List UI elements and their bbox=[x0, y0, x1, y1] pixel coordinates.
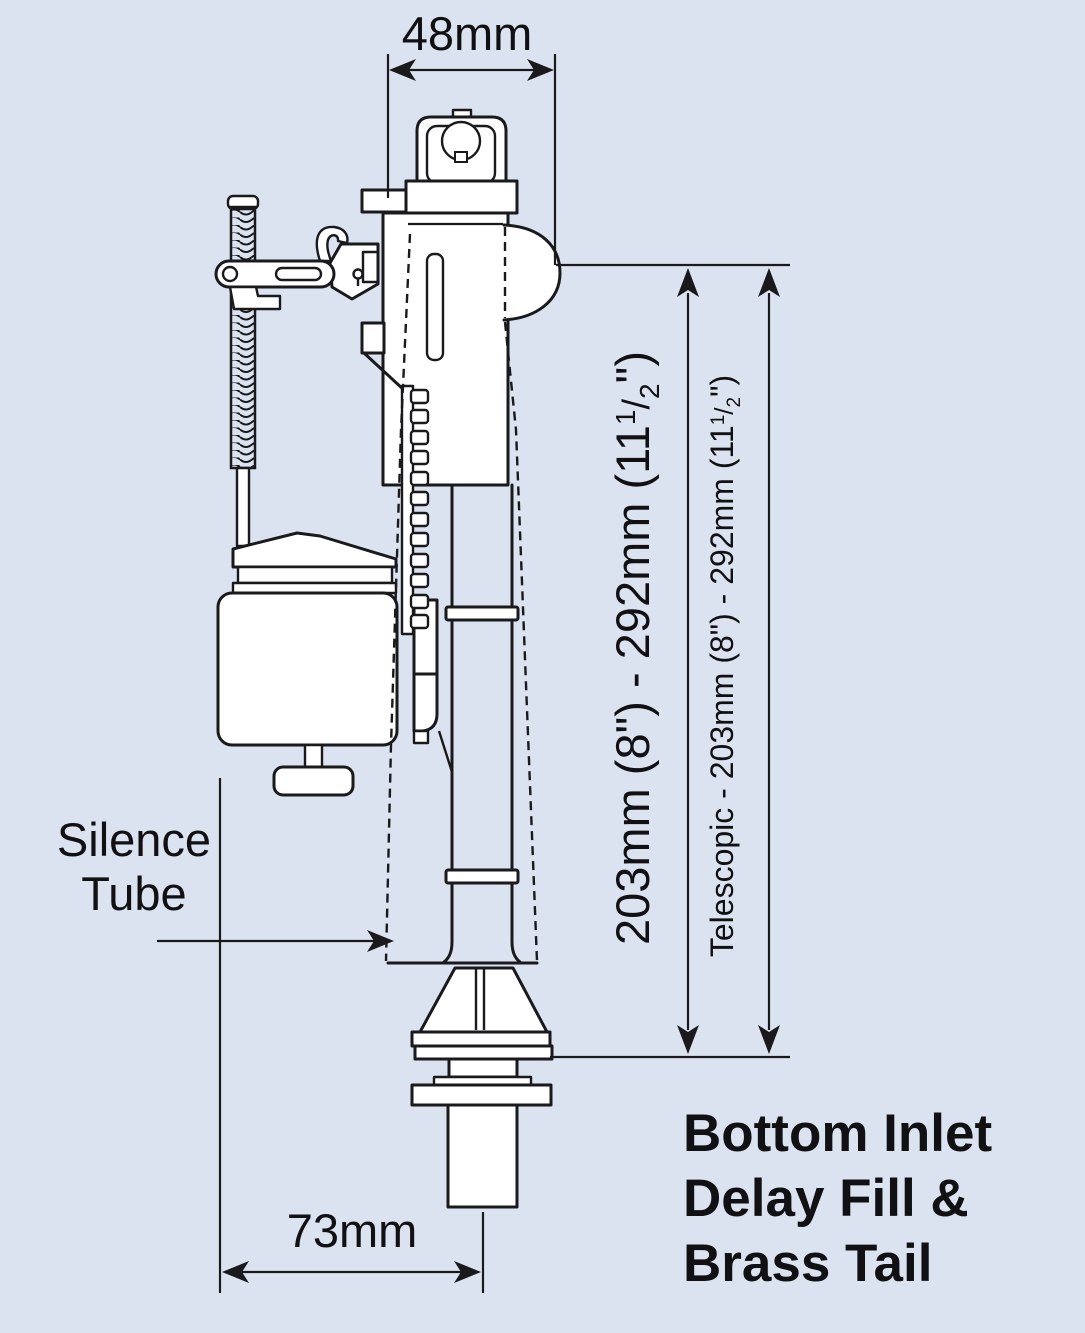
float-stem bbox=[303, 743, 324, 771]
threaded-adjuster-rod bbox=[226, 194, 260, 548]
product-title-line1: Bottom Inlet bbox=[683, 1104, 992, 1163]
collar-left-tab bbox=[360, 188, 410, 214]
side-bulge bbox=[502, 223, 562, 322]
body-foot-notch bbox=[360, 321, 386, 355]
inner-tube bbox=[386, 483, 539, 965]
float-cup bbox=[216, 531, 399, 797]
valve-cap bbox=[415, 108, 508, 185]
valve-drawing bbox=[214, 108, 562, 1209]
dimension-73mm-label: 73mm bbox=[287, 1204, 418, 1257]
shank bbox=[447, 1057, 519, 1079]
float-stem-tee bbox=[272, 765, 355, 797]
dimension-48mm: 48mm bbox=[386, 7, 557, 265]
dimension-48mm-label: 48mm bbox=[402, 7, 533, 60]
rack-block bbox=[412, 598, 439, 676]
float-body bbox=[216, 591, 399, 747]
lever-slot bbox=[274, 266, 323, 282]
silence-tube-dashed bbox=[384, 233, 539, 962]
lever-pivot bbox=[221, 265, 239, 283]
lock-nut bbox=[410, 1083, 553, 1107]
washer-plate-upper bbox=[410, 1030, 552, 1048]
product-title-line3: Brass Tail bbox=[683, 1234, 932, 1293]
dimension-height-telescopic: Telescopic - 203mm (8") - 292mm (111/2") bbox=[704, 268, 780, 1054]
silence-tube-label-line2: Tube bbox=[81, 867, 186, 920]
float-lid bbox=[231, 531, 398, 569]
rack-rail bbox=[400, 384, 415, 636]
dimension-height-main: 203mm (8") - 292mm (111/2") bbox=[550, 263, 790, 1059]
valve-base bbox=[410, 966, 554, 1209]
silence-tube-callout: Silence Tube bbox=[57, 813, 394, 952]
product-title: Bottom Inlet Delay Fill & Brass Tail bbox=[683, 1104, 992, 1293]
rod-smooth-section bbox=[235, 466, 251, 548]
washer-plate-lower bbox=[413, 1044, 554, 1061]
product-title-line2: Delay Fill & bbox=[683, 1169, 969, 1228]
silence-tube-label-line1: Silence bbox=[57, 813, 211, 866]
top-collar bbox=[404, 179, 519, 215]
rod-clamp bbox=[228, 285, 282, 311]
rack-ribs bbox=[400, 384, 454, 773]
bracket-foot bbox=[412, 672, 439, 733]
lever-hook bbox=[315, 225, 349, 263]
lever-pin bbox=[352, 268, 364, 280]
dimension-73mm: 73mm bbox=[218, 778, 485, 1293]
brass-tail bbox=[446, 1103, 519, 1209]
tube-collar-lower bbox=[444, 868, 520, 885]
dimension-height-telescopic-label: Telescopic - 203mm (8") - 292mm (111/2") bbox=[704, 375, 745, 957]
tube-collar-upper bbox=[444, 605, 520, 622]
silence-tube-arrow bbox=[367, 930, 394, 952]
float-arm-lever bbox=[214, 225, 380, 311]
dimension-height-main-label: 203mm (8") - 292mm (111/2") bbox=[606, 351, 665, 945]
